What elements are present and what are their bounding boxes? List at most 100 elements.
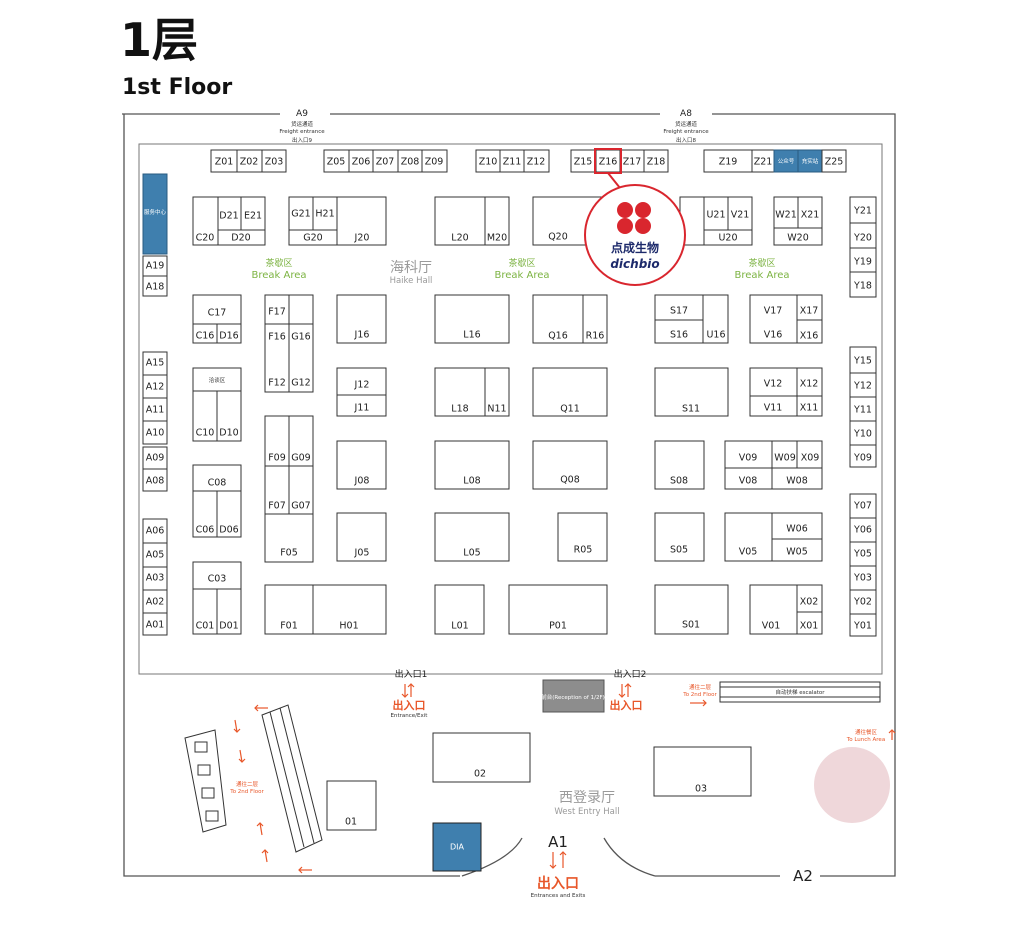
booth-s16-label: S16 [670,330,688,341]
booth-y18-label: Y18 [853,281,872,292]
booth-q08[interactable] [532,440,608,490]
booth-y19-label: Y19 [853,257,872,268]
booth-c20-d20[interactable] [192,196,266,246]
booth-q11-label: Q11 [560,404,580,415]
west-hall-curve-left [461,837,523,877]
booth-a08-label: A08 [146,476,165,487]
booth-h21-label: H21 [315,209,334,220]
break-area-1-cn: 茶歇区 [265,257,292,269]
service-center[interactable] [142,173,168,255]
booth-u21-u20[interactable] [679,196,753,246]
booth-z11-label: Z11 [503,157,522,168]
to-2f-right-en: To 2nd Floor [682,692,717,698]
lunch-cn: 通往餐区 [855,728,878,736]
booth-j16-label: J16 [354,330,370,341]
booth-z09[interactable] [421,149,448,173]
booth-j16[interactable] [336,294,387,344]
booth-z12[interactable] [523,149,550,173]
gate-a9-code: A9 [296,109,308,119]
break-area-3-cn: 茶歇区 [748,257,775,269]
gate-a9-exit: 出入口9 [292,136,313,144]
booth-l20-m20[interactable] [434,196,510,246]
booth-s17-u16[interactable] [654,294,729,344]
booth-z09-label: Z09 [425,157,444,168]
booth-l18-label: L18 [451,404,468,415]
booth-02[interactable] [432,732,531,783]
negotiation-area-label: 洽谈区 [209,376,226,384]
booth-y01-label: Y01 [853,621,872,632]
booth-y11-label: Y11 [853,405,872,416]
main-hall-boundary [138,143,883,675]
booth-v08-label: V08 [739,476,758,487]
booth-s08[interactable] [654,440,705,490]
reception-desk[interactable] [542,679,605,713]
booth-q11[interactable] [532,367,608,417]
booth-l08-label: L08 [463,476,480,487]
booth-f01-h01[interactable] [264,584,387,635]
booth-v12-x11[interactable] [749,367,823,417]
booth-w08-label: W08 [786,476,807,487]
booth-l01-label: L01 [451,621,468,632]
booth-a11-label: A11 [146,405,165,416]
booth-s05[interactable] [654,512,705,562]
booth-l18-n11[interactable] [434,367,510,417]
booth-c10-label: C10 [196,428,215,439]
booth-dia[interactable] [432,822,482,872]
booth-a05-label: A05 [146,550,165,561]
booth-y07-y01[interactable] [849,493,877,637]
left-elevators[interactable] [184,729,227,833]
a-column: A19 A18 A15 A12 A11 A10 A09 A08 A06 A05 … [142,255,168,636]
booth-c20-label: C20 [196,233,215,244]
booth-j05[interactable] [336,512,387,562]
left-escalator[interactable] [261,704,323,853]
booth-y07-label: Y07 [853,501,872,512]
to-2f-left-en: To 2nd Floor [229,789,264,795]
booth-a03-label: A03 [146,573,165,584]
booth-z25[interactable] [821,149,847,173]
booth-y10-label: Y10 [853,429,872,440]
booth-v01-x01[interactable] [749,584,823,635]
exit-2-cn: 出入口 [610,698,643,712]
booth-01[interactable] [326,780,377,831]
booth-a12-label: A12 [146,382,165,393]
lunch-area[interactable] [814,747,890,823]
page-subtitle: 1st Floor [122,75,233,100]
booth-l05[interactable] [434,512,510,562]
booth-03[interactable] [653,746,752,797]
booth-r05[interactable] [557,512,608,562]
booth-y06-label: Y06 [853,525,872,536]
dichbio-marker[interactable]: 点成生物 dichbio [584,172,686,286]
booth-c16-label: C16 [196,331,215,342]
booth-f07-label: F07 [268,501,286,512]
booth-y21-y18[interactable] [849,196,877,298]
booth-j08[interactable] [336,440,387,490]
booth-p01-label: P01 [549,621,567,632]
booth-z12-label: Z12 [527,157,546,168]
booth-l16[interactable] [434,294,510,344]
booth-j12-j11[interactable] [336,367,387,417]
booth-v17-x16[interactable] [749,294,823,344]
booth-a10-label: A10 [146,428,165,439]
booth-z02-label: Z02 [240,157,259,168]
booth-v16-label: V16 [764,330,783,341]
booth-z03[interactable] [261,149,287,173]
booth-w09-label: W09 [774,453,795,464]
booth-s01[interactable] [654,584,729,635]
booth-a06-a01[interactable] [142,518,168,636]
booth-v05-w05[interactable] [724,512,823,562]
booth-f16-label: F16 [268,332,286,343]
gate-a1-cn: 出入口 [537,875,579,892]
booth-v11-label: V11 [764,403,783,414]
booth-x01-label: X01 [800,621,819,632]
booth-z18[interactable] [643,149,669,173]
booth-x11-label: X11 [800,403,819,414]
booth-v09-w08[interactable] [724,440,823,490]
booth-y15-y09[interactable] [849,346,877,468]
booth-q16-r16[interactable] [532,294,608,344]
exit-1-en: Entrance/Exit [391,713,429,719]
booth-p01[interactable] [508,584,608,635]
booth-z05-label: Z05 [327,157,346,168]
booth-l01[interactable] [434,584,485,635]
booth-l08[interactable] [434,440,510,490]
booth-s11[interactable] [654,367,729,417]
